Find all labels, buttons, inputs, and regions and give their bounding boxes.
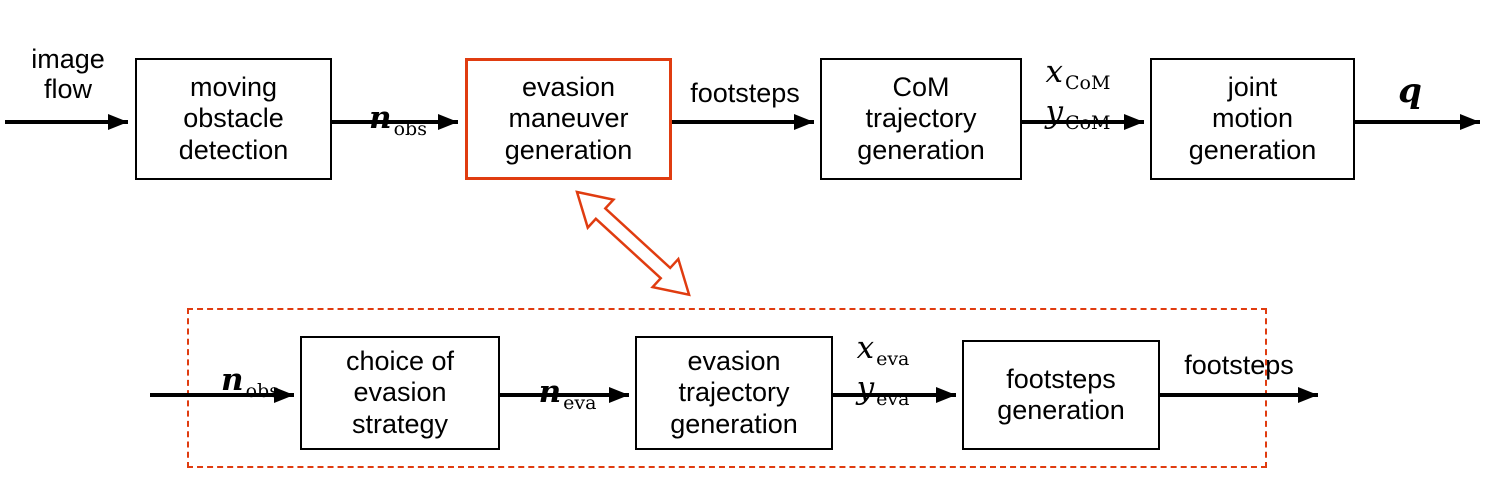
- box-moving-obstacle-detection: moving obstacle detection: [135, 58, 332, 180]
- box-label: choice of evasion strategy: [345, 346, 455, 439]
- math-base: y: [856, 369, 875, 406]
- math-base: y: [1045, 93, 1064, 130]
- label-footsteps-bottom: footsteps: [1184, 350, 1294, 380]
- math-base: n: [221, 361, 244, 398]
- math-sub: CoM: [1065, 71, 1111, 94]
- box-joint-motion-generation: joint motion generation: [1150, 58, 1355, 180]
- box-footsteps-generation: footsteps generation: [962, 340, 1160, 450]
- box-evasion-maneuver-generation: evasion maneuver generation: [465, 58, 672, 180]
- box-label: footsteps generation: [997, 363, 1125, 425]
- box-com-trajectory-generation: CoM trajectory generation: [820, 58, 1022, 180]
- box-label: CoM trajectory generation: [857, 72, 985, 165]
- math-sub: obs: [245, 379, 279, 402]
- math-base: n: [538, 373, 562, 410]
- math-base: x: [856, 329, 875, 366]
- math-sub: eva: [563, 391, 597, 414]
- box-label: joint motion generation: [1188, 72, 1317, 165]
- box-label: moving obstacle detection: [178, 72, 289, 165]
- box-label: evasion maneuver generation: [504, 72, 633, 165]
- label-footsteps-top: footsteps: [690, 78, 800, 108]
- box-evasion-trajectory-generation: evasion trajectory generation: [635, 336, 833, 450]
- box-label: evasion trajectory generation: [670, 346, 798, 439]
- evasion-detail-region: [187, 308, 1267, 468]
- math-base: x: [1045, 53, 1064, 90]
- math-sub: eva: [876, 347, 910, 370]
- math-sub: CoM: [1065, 111, 1111, 134]
- label-image-flow: image flow: [31, 44, 105, 105]
- math-base: n: [369, 99, 392, 136]
- math-sub: obs: [393, 117, 427, 140]
- label-q-output: q: [1398, 71, 1422, 111]
- box-choice-of-evasion-strategy: choice of evasion strategy: [300, 336, 500, 450]
- double-arrow-icon: [575, 190, 691, 297]
- math-sub: eva: [876, 387, 910, 410]
